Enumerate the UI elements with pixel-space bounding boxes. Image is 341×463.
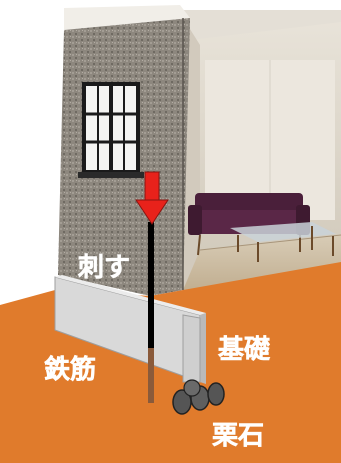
table-icon bbox=[230, 222, 336, 262]
gravel-stone-icon bbox=[172, 379, 225, 415]
label-foundation: 基礎 bbox=[218, 335, 270, 365]
label-gravel: 栗石 bbox=[212, 421, 264, 451]
room-interior bbox=[183, 10, 341, 300]
rebar-rod-icon bbox=[148, 222, 154, 403]
label-rebar: 鉄筋 bbox=[44, 354, 96, 385]
label-insert: 刺す bbox=[78, 253, 130, 283]
sofa-icon bbox=[188, 193, 310, 256]
window-icon bbox=[78, 82, 144, 178]
down-arrow-icon bbox=[135, 171, 169, 225]
